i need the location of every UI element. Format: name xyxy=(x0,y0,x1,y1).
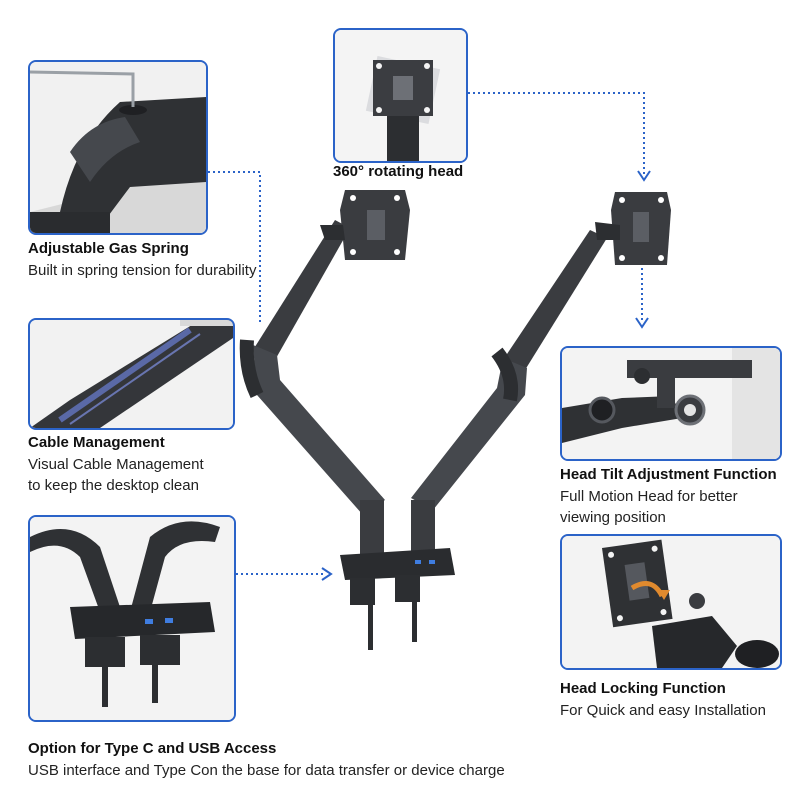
rotating-head-image xyxy=(335,30,466,161)
head-locking-title: Head Locking Function xyxy=(560,680,726,697)
head-tilt-title: Head Tilt Adjustment Function xyxy=(560,466,777,483)
rotating-head-panel xyxy=(333,28,468,163)
rotating-head-connector xyxy=(468,92,651,182)
gas-spring-desc: Built in spring tension for durability xyxy=(28,262,257,279)
head-locking-desc: For Quick and easy Installation xyxy=(560,702,766,719)
head-tilt-panel xyxy=(560,346,782,461)
right-vesa-plate xyxy=(611,192,671,265)
head-tilt-desc-2: viewing position xyxy=(560,509,666,526)
usb-access-connector xyxy=(236,567,333,581)
usb-access-image xyxy=(30,517,234,720)
usb-access-desc: USB interface and Type Con the base for … xyxy=(28,762,505,779)
cable-management-desc-1: Visual Cable Management xyxy=(28,456,204,473)
dual-monitor-arm-product xyxy=(239,190,671,650)
cable-management-title: Cable Management xyxy=(28,434,165,451)
usb-access-panel xyxy=(28,515,236,722)
head-locking-panel xyxy=(560,534,782,670)
rotating-head-title: 360° rotating head xyxy=(333,163,464,180)
tilt-connector xyxy=(635,268,649,329)
left-vesa-plate xyxy=(340,190,410,260)
cable-management-panel xyxy=(28,318,235,430)
head-locking-image xyxy=(562,536,780,668)
cable-management-image xyxy=(30,320,233,428)
gas-spring-connector xyxy=(208,171,261,325)
head-tilt-desc-1: Full Motion Head for better xyxy=(560,488,738,505)
cable-management-desc-2: to keep the desktop clean xyxy=(28,477,199,494)
head-tilt-image xyxy=(562,348,780,459)
usb-access-title: Option for Type C and USB Access xyxy=(28,740,277,757)
gas-spring-image xyxy=(30,62,206,233)
gas-spring-panel xyxy=(28,60,208,235)
gas-spring-title: Adjustable Gas Spring xyxy=(28,240,189,257)
